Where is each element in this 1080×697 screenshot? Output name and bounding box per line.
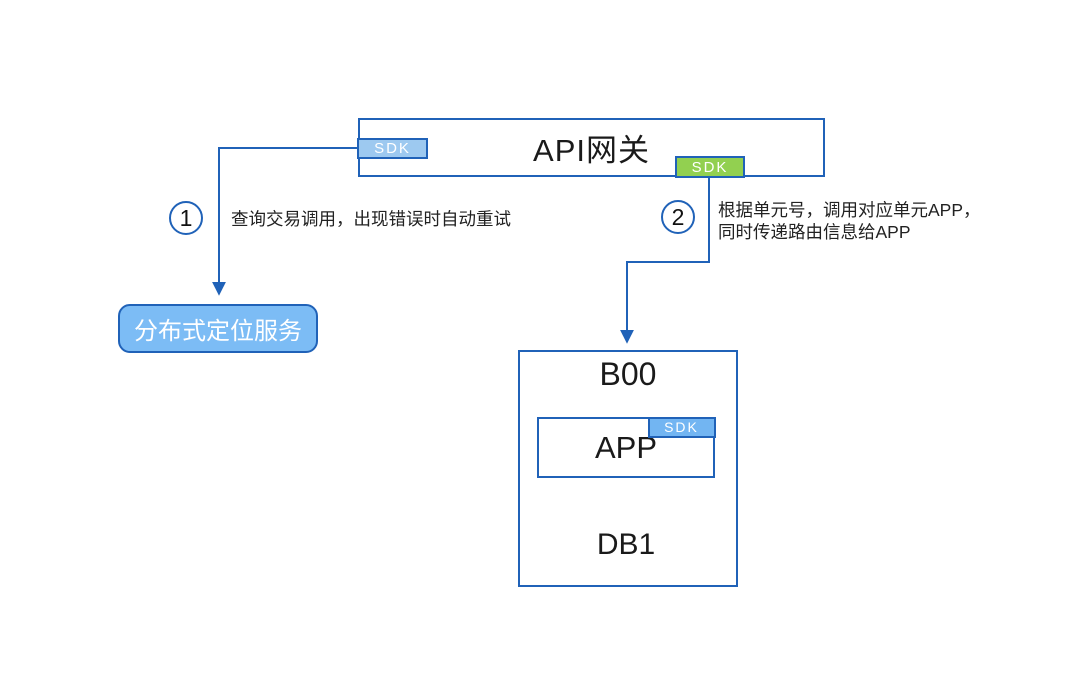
api-gateway-box: API网关 xyxy=(358,118,825,177)
gateway-sdk-left-tag: SDK xyxy=(357,138,428,159)
gateway-sdk-right-tag: SDK xyxy=(675,156,745,178)
step-1-note: 查询交易调用，出现错误时自动重试 xyxy=(231,208,511,230)
step-2-badge: 2 xyxy=(661,200,695,234)
db-label: DB1 xyxy=(596,528,656,561)
step-2-note-line-2: 同时传递路由信息给APP xyxy=(718,222,911,242)
step-2-note: 根据单元号，调用对应单元APP， 同时传递路由信息给APP xyxy=(718,199,981,243)
step-1-badge: 1 xyxy=(169,201,203,235)
app-box: APP SDK xyxy=(537,416,716,478)
unit-b00-title: B00 xyxy=(599,356,657,392)
connector-gateway-to-location-service xyxy=(212,147,358,296)
connector-gateway-to-unit-b00 xyxy=(620,178,710,344)
location-service-box: 分布式定位服务 xyxy=(118,304,318,353)
app-label: APP xyxy=(594,429,658,465)
step-2-note-line-1: 根据单元号，调用对应单元APP， xyxy=(718,200,981,220)
api-gateway-title: API网关 xyxy=(533,133,650,168)
app-sdk-tag: SDK xyxy=(647,416,716,438)
step-1-note-line: 查询交易调用，出现错误时自动重试 xyxy=(231,209,511,229)
